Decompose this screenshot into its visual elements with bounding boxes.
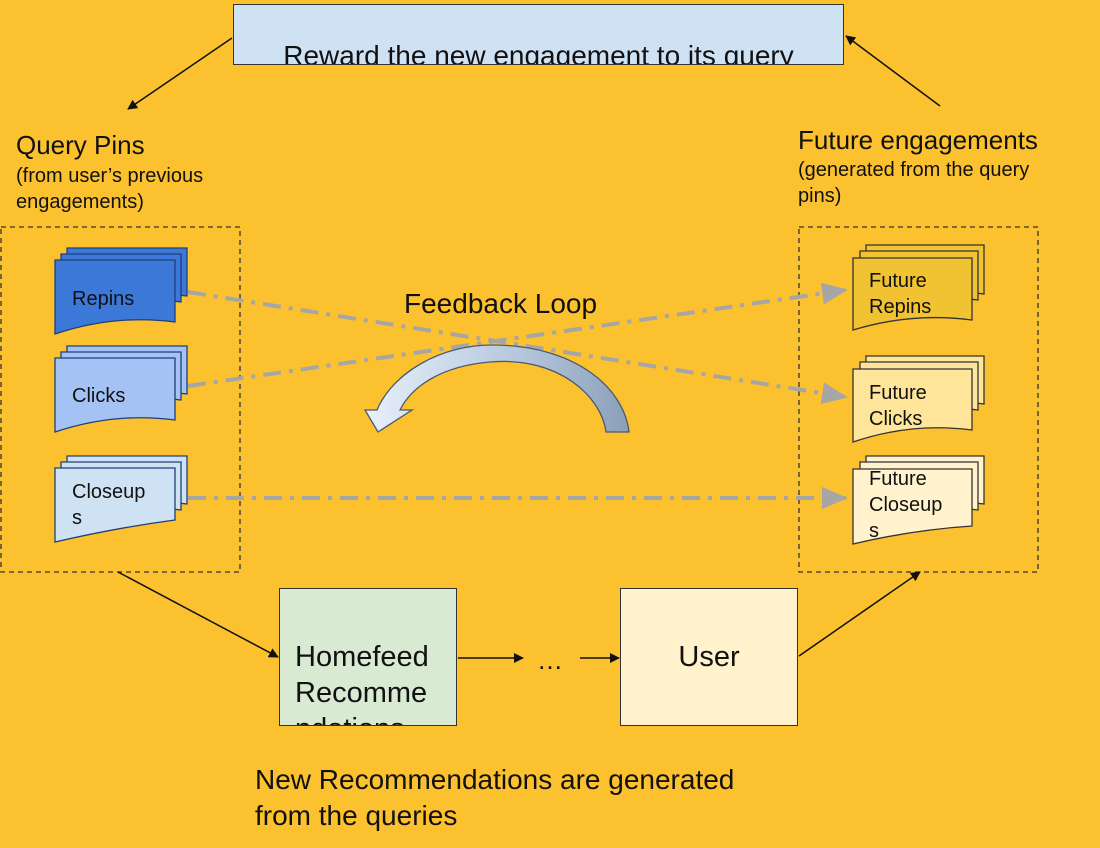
future-clicks-label: Future Clicks xyxy=(869,382,927,430)
arrow-future-to-reward xyxy=(845,35,941,107)
future-closeups-stack-icon xyxy=(852,455,985,545)
future-clicks-stack-icon xyxy=(852,355,985,443)
query-pins-group xyxy=(0,226,241,573)
future-engagements-subtitle: (generated from the query pins) xyxy=(798,159,1030,207)
reward-text: Reward the new engagement to its query i… xyxy=(283,40,794,65)
feedback-loop-label: Feedback Loop xyxy=(404,288,598,319)
reward-box: Reward the new engagement to its query i… xyxy=(233,4,844,65)
arrow-repins-to-future-clicks xyxy=(187,290,848,405)
closeups-label: Closeup s xyxy=(72,481,146,529)
arrow-user-to-future xyxy=(798,571,921,657)
arrow-reward-to-query xyxy=(127,37,233,110)
arrow-query-to-homefeed xyxy=(117,571,279,658)
query-pins-title: Query Pins xyxy=(16,130,145,160)
future-engagements-title: Future engagements xyxy=(798,125,1038,155)
future-repins-stack-icon xyxy=(852,244,985,331)
repins-stack-icon xyxy=(54,247,188,335)
future-closeups-label: Future Closeup s xyxy=(869,468,943,542)
user-label: User xyxy=(678,640,740,673)
future-repins-label: Future Repins xyxy=(869,270,932,318)
repins-label: Repins xyxy=(72,288,135,310)
clicks-stack-icon xyxy=(54,345,188,433)
homefeed-label: Homefeed Recomme ndations xyxy=(295,641,429,725)
homefeed-box: Homefeed Recomme ndations xyxy=(279,588,457,726)
clicks-label: Clicks xyxy=(72,385,126,407)
user-box: User xyxy=(620,588,798,726)
footer-caption: New Recommendations are generated from t… xyxy=(255,764,735,831)
ellipsis-label: … xyxy=(537,645,563,675)
closeups-stack-icon xyxy=(54,455,188,543)
feedback-loop-arrow-icon xyxy=(363,344,630,433)
query-pins-subtitle: (from user’s previous engagements) xyxy=(16,165,204,213)
arrow-clicks-to-future-repins xyxy=(187,282,848,388)
